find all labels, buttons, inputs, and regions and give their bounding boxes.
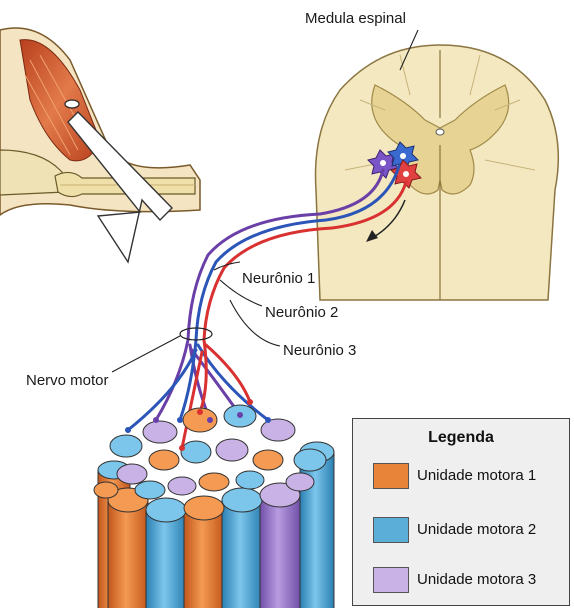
- legend-title: Legenda: [353, 429, 569, 447]
- neuron-2-label: Neurônio 2: [265, 304, 338, 321]
- motor-unit-3-swatch: [373, 567, 409, 593]
- motor-nerve-label: Nervo motor: [26, 372, 109, 389]
- spinal-cord: [316, 45, 559, 300]
- neuron-1-label: Neurônio 1: [242, 270, 315, 287]
- motor-unit-1-swatch: [373, 463, 409, 489]
- legend-item-motor-unit-2: Unidade motora 2: [373, 517, 568, 545]
- motor-unit-2-swatch: [373, 517, 409, 543]
- legend-item-label: Unidade motora 3: [417, 571, 536, 588]
- legend-item-motor-unit-1: Unidade motora 1: [373, 463, 568, 491]
- legend: Legenda Unidade motora 1 Unidade motora …: [352, 418, 570, 606]
- spinal-cord-label: Medula espinal: [305, 10, 406, 27]
- neuron-3-label: Neurônio 3: [283, 342, 356, 359]
- legend-item-label: Unidade motora 1: [417, 467, 536, 484]
- legend-item-motor-unit-3: Unidade motora 3: [373, 567, 568, 595]
- arm-illustration: [0, 28, 200, 262]
- legend-item-label: Unidade motora 2: [417, 521, 536, 538]
- muscle-fiber-bundle: [94, 399, 334, 608]
